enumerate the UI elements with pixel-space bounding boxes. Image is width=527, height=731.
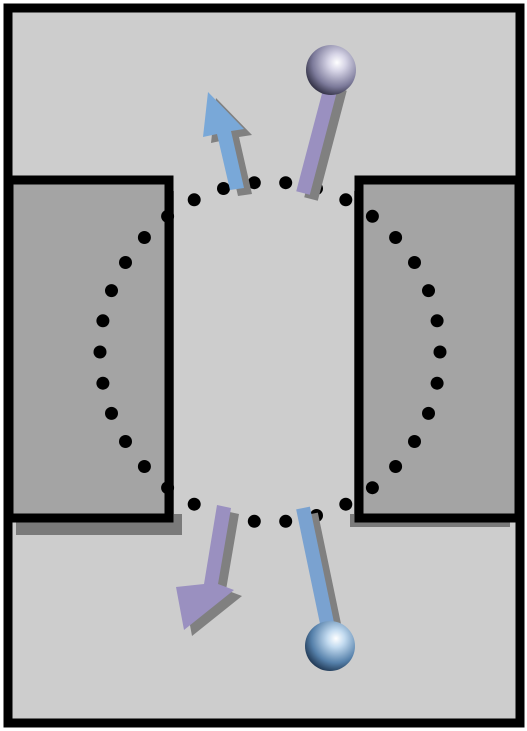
orbit-dot bbox=[137, 231, 151, 244]
orbit-dot bbox=[187, 193, 201, 207]
orbit-dot bbox=[137, 460, 151, 473]
orbit-dot bbox=[339, 497, 353, 511]
orbit-dot bbox=[365, 209, 379, 223]
ball-bottom bbox=[305, 621, 355, 671]
orbit-dot bbox=[422, 284, 435, 298]
gap-area bbox=[174, 184, 354, 514]
orbit-dot bbox=[389, 460, 403, 473]
orbit-dot bbox=[433, 345, 447, 359]
orbit-dot bbox=[430, 314, 444, 328]
orbit-dot bbox=[217, 182, 230, 195]
orbit-dot bbox=[119, 256, 132, 269]
orbit-dot bbox=[279, 514, 293, 528]
orbit-dot bbox=[187, 497, 201, 511]
arrow-up bbox=[203, 92, 252, 196]
orbit-dot bbox=[161, 209, 175, 223]
orbit-dot bbox=[408, 435, 421, 448]
orbit-dot bbox=[339, 193, 353, 207]
orbit-dot bbox=[430, 376, 444, 390]
orbit-dot bbox=[96, 376, 110, 390]
orbit-dot bbox=[105, 284, 118, 298]
orbit-dot bbox=[408, 256, 421, 269]
orbit-dot bbox=[365, 481, 379, 495]
ball-top bbox=[306, 45, 356, 95]
orbit-dot bbox=[161, 481, 175, 495]
orbit-dot bbox=[247, 514, 261, 528]
orbit-dot bbox=[389, 231, 403, 244]
orbit-dot bbox=[105, 406, 118, 420]
orbit-dot bbox=[247, 176, 261, 190]
orbit-dot bbox=[422, 406, 435, 420]
orbit-dot bbox=[279, 176, 293, 190]
orbit-dot bbox=[96, 314, 110, 328]
incoming-particle-bottom bbox=[296, 506, 355, 671]
arrow-down bbox=[176, 505, 242, 636]
orbit-dot bbox=[119, 435, 132, 448]
orbit-dot bbox=[93, 345, 107, 359]
incoming-particle-top bbox=[296, 45, 356, 201]
dotted-orbit bbox=[93, 176, 447, 528]
